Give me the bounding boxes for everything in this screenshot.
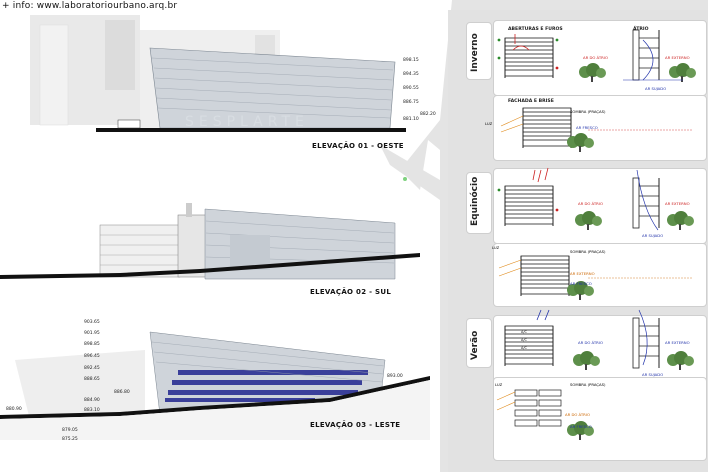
strategy-diagrams: A/C A/C A/C: [496, 29, 696, 440]
elevation-01-title: ELEVAÇÃO 01 - OESTE: [312, 142, 404, 150]
winter-air-used: AR SUJADO: [645, 86, 667, 91]
summer-shade-label: SOMBRA (PRAÇAS): [570, 382, 606, 387]
summer-air-atrium: AR DO ÁTRIO: [578, 340, 603, 345]
green-dot: [403, 177, 407, 181]
elev03-level-9: 880.90: [6, 407, 22, 412]
elev01-level-0: 898.15: [403, 58, 419, 63]
winter-tab: [466, 22, 492, 80]
winter-atrium-label: ÁTRIO: [633, 27, 649, 32]
winter-facade-label: FACHADA E BRISE: [508, 99, 554, 104]
summer-ac-label-3: A/C: [521, 346, 527, 350]
summer-light-label: LUZ: [495, 382, 503, 387]
elevation-02-drawing: [0, 203, 420, 280]
season-equinox-label: Equinócio: [470, 176, 480, 226]
season-winter-label: Inverno: [470, 33, 480, 72]
equinox-air-fresh: AR FRESCO: [570, 281, 592, 286]
winter-air-atrium: AR DO ÁTRIO: [583, 55, 608, 60]
elev01-level-4: 881.10: [403, 117, 419, 122]
winter-air-external: AR EXTERNO: [665, 55, 690, 60]
equinox-shade-label: SOMBRA (PRAÇAS): [570, 249, 606, 254]
summer-ac-label-1: A/C: [521, 330, 527, 334]
equinox-air-external-2: AR EXTERNO: [570, 271, 595, 276]
elevation-03-title: ELEVAÇÃO 03 - LESTE: [310, 421, 401, 429]
elev03-level-0: 903.65: [84, 320, 100, 325]
elev01-level-3: 886.75: [403, 100, 419, 105]
elev03-level-3: 896.45: [84, 354, 100, 359]
elev03-level-10: 879.05: [62, 428, 78, 433]
elev03-level-2: 898.85: [84, 342, 100, 347]
equinox-air-atrium: AR DO ÁTRIO: [578, 201, 603, 206]
summer-air-fresh: AR FRESCO: [570, 424, 592, 429]
elevation-02-title: ELEVAÇÃO 02 - SUL: [310, 288, 392, 296]
equinox-air-used: AR SUJADO: [642, 233, 664, 238]
season-summer-label: Verão: [470, 330, 480, 360]
info-header: + info: www.laboratoriourbano.arq.br: [2, 1, 178, 11]
winter-air-fresh: AR FRESCO: [576, 125, 598, 130]
elev03-level-5: 888.65: [84, 377, 100, 382]
elev01-level-1: 894.35: [403, 72, 419, 77]
elev03-level-7: 884.90: [84, 398, 100, 403]
summer-tab: [466, 318, 492, 368]
elev01-level-2: 890.55: [403, 86, 419, 91]
svg-text:SESPLARTE: SESPLARTE: [185, 114, 309, 130]
equinox-light-label: LUZ: [492, 245, 500, 250]
equinox-air-external: AR EXTERNO: [665, 201, 690, 206]
equinox-tab: [466, 172, 492, 234]
summer-air-atrium-2: AR DO ÁTRIO: [565, 412, 590, 417]
elev03-level-1: 901.95: [84, 331, 100, 336]
summer-air-external: AR EXTERNO: [665, 340, 690, 345]
winter-openings-label: ABERTURAS E FUROS: [508, 27, 563, 32]
elevation-03-drawing: [0, 331, 430, 440]
elevation-01-drawing: SESPLARTE: [30, 15, 406, 132]
elev03-level-6: 886.80: [114, 390, 130, 395]
elev03-level-12: 893.00: [387, 374, 403, 379]
elev03-level-11: 875.25: [62, 437, 78, 442]
summer-air-used: AR SUJADO: [642, 372, 664, 377]
summer-ac-label-2: A/C: [521, 338, 527, 342]
winter-light-label: LUZ: [485, 121, 493, 126]
elev03-level-8: 883.10: [84, 408, 100, 413]
elev01-level-5: 882.20: [420, 112, 436, 117]
winter-shade-label: SOMBRA (PRAÇAS): [570, 109, 606, 114]
elev03-level-4: 892.45: [84, 366, 100, 371]
